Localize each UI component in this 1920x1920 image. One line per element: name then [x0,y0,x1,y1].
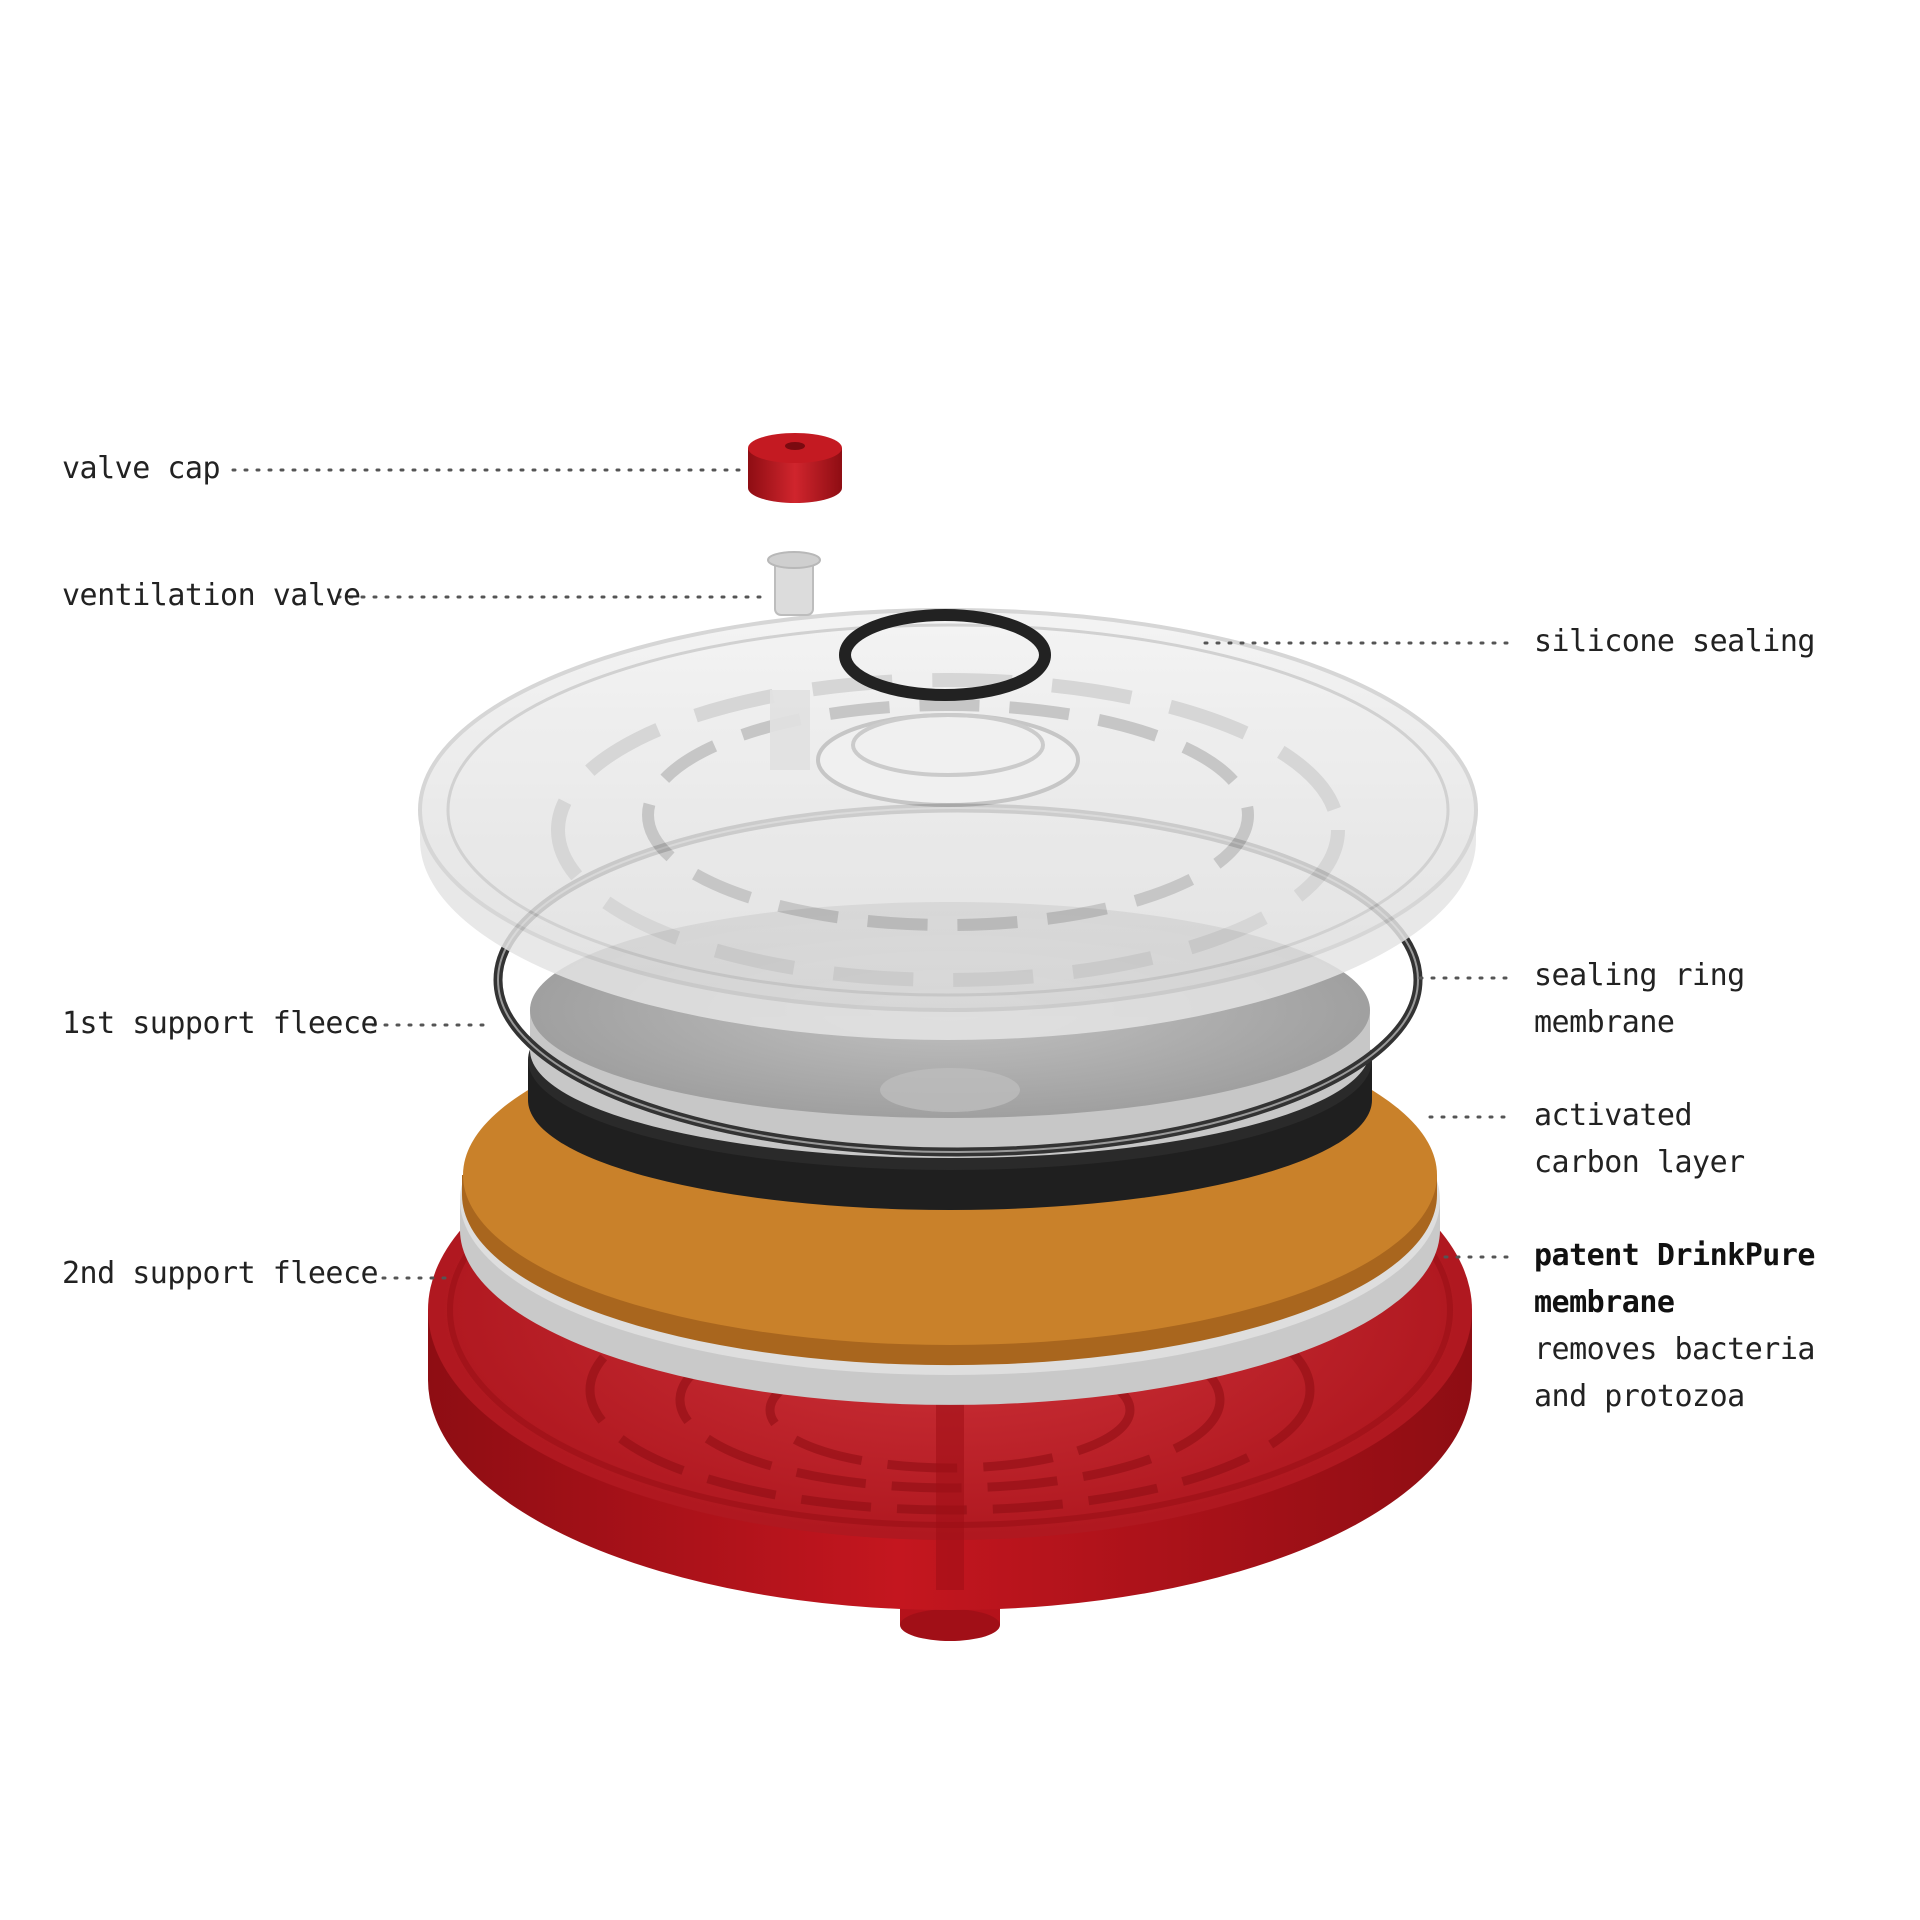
drinkpure-title-line-1: patent DrinkPure [1534,1238,1815,1273]
ventilation-valve [767,551,821,616]
label-first-support-fleece: 1st support fleece [62,1006,379,1041]
label-drinkpure-membrane: patent DrinkPure membrane removes bacter… [1534,1232,1815,1420]
leader-lines [231,468,1512,1280]
drinkpure-title-line-2: membrane [1534,1285,1675,1320]
drinkpure-desc-line-2: and protozoa [1534,1379,1745,1414]
label-second-support-fleece: 2nd support fleece [62,1256,379,1291]
drinkpure-desc-line-1: removes bacteria [1534,1332,1815,1367]
label-ventilation-valve: ventilation valve [62,578,361,613]
valve-cap [748,433,842,503]
silicone-sealing-ring [839,609,1051,701]
label-sealing-ring-membrane: sealing ring membrane [1534,958,1745,1040]
label-activated-carbon-layer: activated carbon layer [1534,1098,1745,1180]
clear-lid [418,608,1478,1040]
label-valve-cap: valve cap [62,451,221,486]
label-silicone-sealing: silicone sealing [1534,624,1815,659]
